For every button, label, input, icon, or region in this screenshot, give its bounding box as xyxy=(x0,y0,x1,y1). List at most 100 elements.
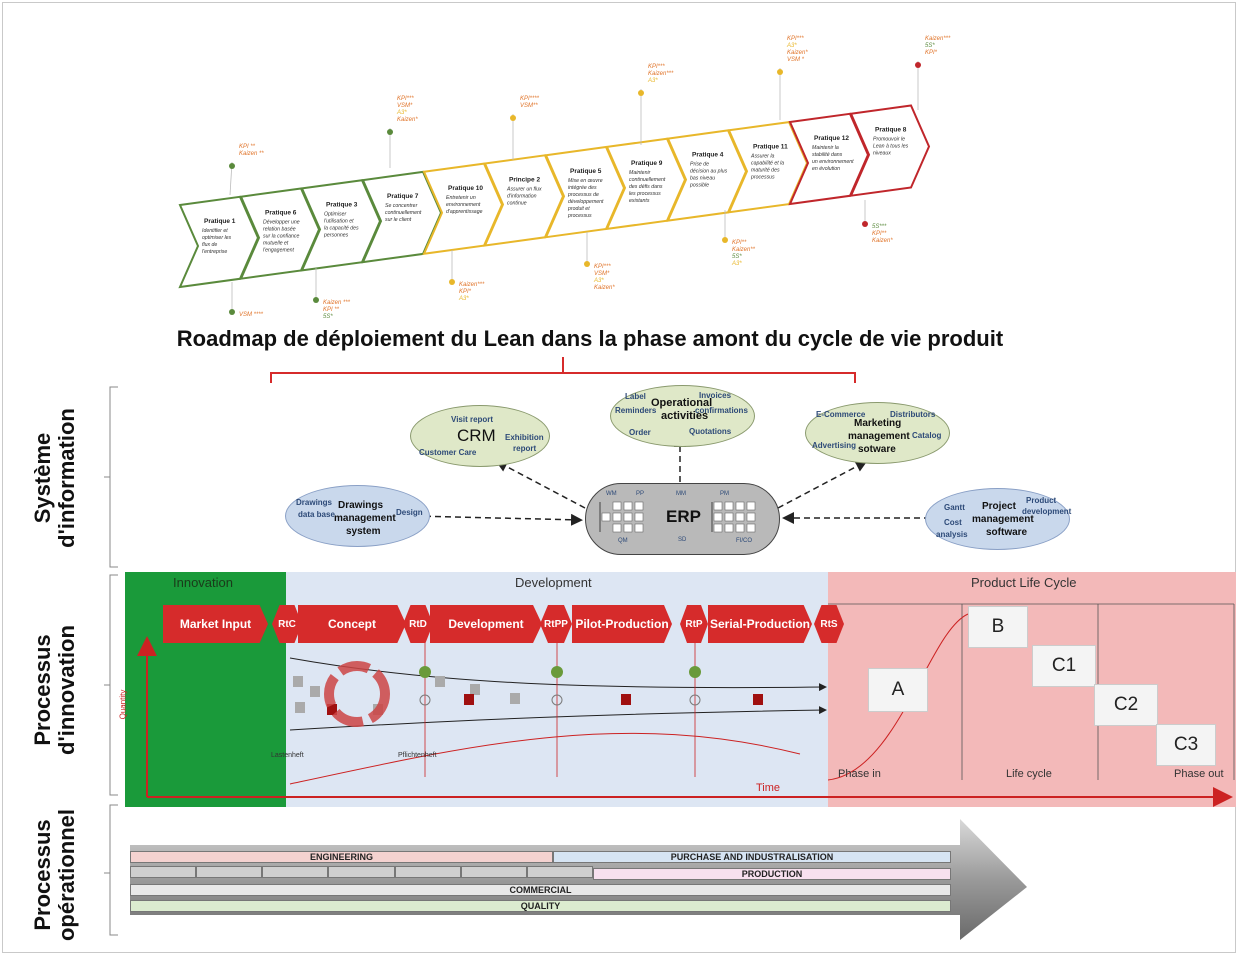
operational-arrow xyxy=(130,819,1027,940)
erp-node: ERP WM PP MM PM QM SD FI/CO xyxy=(585,483,780,555)
svg-text:A3*: A3* xyxy=(396,110,407,116)
svg-text:d'information: d'information xyxy=(507,194,537,200)
svg-text:KPI***: KPI*** xyxy=(648,64,665,70)
svg-text:Pratique 3: Pratique 3 xyxy=(326,201,358,208)
operational-bubble: Label Invoices Reminders Operational act… xyxy=(610,385,755,447)
gate-development: Development xyxy=(430,605,542,643)
svg-text:Identifier et: Identifier et xyxy=(202,228,228,234)
svg-text:Pratique 4: Pratique 4 xyxy=(692,152,724,159)
svg-text:KPI**: KPI** xyxy=(872,231,887,237)
svg-text:personnes: personnes xyxy=(323,232,349,238)
svg-text:5S*: 5S* xyxy=(732,254,742,260)
svg-text:Assurer la: Assurer la xyxy=(750,153,774,159)
svg-text:Assurer un flux: Assurer un flux xyxy=(506,187,542,193)
svg-text:KPI***: KPI*** xyxy=(397,96,414,102)
svg-text:Pratique 9: Pratique 9 xyxy=(631,160,663,167)
erp-mod-sd: SD xyxy=(678,537,687,543)
svg-text:processus de: processus de xyxy=(567,192,599,198)
roadmap-annotation-4: KPI***VSM*A3*Kaizen* xyxy=(387,96,418,168)
svg-text:Pratique 12: Pratique 12 xyxy=(814,135,849,142)
time-label: Time xyxy=(756,782,781,794)
svg-text:possible: possible xyxy=(689,183,709,189)
svg-text:KPI***: KPI*** xyxy=(594,264,611,270)
side-brackets xyxy=(104,386,118,936)
erp-label: ERP xyxy=(666,507,701,526)
roadmap-annotation-1: KPI **Kaizen ** xyxy=(229,144,264,196)
roadmap-annotation-2: VSM **** xyxy=(229,282,264,318)
bar-engineering: ENGINEERING xyxy=(130,851,553,863)
erp-modules xyxy=(599,501,756,533)
pflichtenheft-label: Pflichtenheft xyxy=(398,752,437,759)
svg-text:Pratique 8: Pratique 8 xyxy=(875,127,907,134)
phase-box-b: B xyxy=(968,606,1028,648)
svg-text:Kaizen **: Kaizen ** xyxy=(239,151,264,157)
gate-market-input: Market Input xyxy=(163,605,268,643)
zone-head-innovation: Innovation xyxy=(173,575,233,590)
svg-text:l'engagement: l'engagement xyxy=(263,248,295,254)
svg-text:A3*: A3* xyxy=(458,296,469,302)
svg-text:Se concentrer: Se concentrer xyxy=(385,203,418,209)
svg-text:relation basée: relation basée xyxy=(263,227,296,233)
svg-text:Pratique 11: Pratique 11 xyxy=(753,143,788,150)
svg-text:A3*: A3* xyxy=(731,261,742,267)
svg-text:VSM**: VSM** xyxy=(520,103,538,109)
svg-text:KPI*: KPI* xyxy=(925,50,938,56)
phase-box-c1: C1 xyxy=(1032,645,1096,687)
svg-text:niveaux: niveaux xyxy=(873,151,891,157)
svg-text:décision au plus: décision au plus xyxy=(690,169,728,175)
svg-text:l'utilisation et: l'utilisation et xyxy=(324,218,354,224)
svg-text:Maintenir la: Maintenir la xyxy=(812,145,839,151)
roadmap-annotation-9: KPI**Kaizen**5S*A3* xyxy=(722,210,756,267)
svg-text:A3*: A3* xyxy=(593,278,604,284)
svg-text:VSM ****: VSM **** xyxy=(239,312,264,318)
svg-text:environnement: environnement xyxy=(446,202,481,208)
svg-text:Kaizen ***: Kaizen *** xyxy=(323,300,351,306)
erp-mod-pm: PM xyxy=(720,491,729,497)
svg-text:continuellement: continuellement xyxy=(385,210,422,216)
crm-bubble: Visit report CRM Exhibition report Custo… xyxy=(410,405,550,467)
phase-box-c3: C3 xyxy=(1156,724,1216,766)
svg-text:KPI***: KPI*** xyxy=(787,36,804,42)
marketing-bubble: E-Commerce Distributors Marketing manage… xyxy=(805,402,950,464)
svg-text:la capacité des: la capacité des xyxy=(324,225,359,231)
roadmap-annotation-5: Kaizen***KPI*A3* xyxy=(449,250,485,302)
roadmap-annotation-8: KPI***Kaizen***A3* xyxy=(638,64,674,145)
svg-text:bas niveau: bas niveau xyxy=(690,176,715,182)
svg-text:flux de: flux de xyxy=(202,242,217,248)
svg-text:VSM *: VSM * xyxy=(787,57,805,63)
svg-text:Kaizen*: Kaizen* xyxy=(787,50,808,56)
svg-text:d'apprentissage: d'apprentissage xyxy=(446,209,483,215)
svg-text:Pratique 6: Pratique 6 xyxy=(265,210,297,217)
erp-mod-fico: FI/CO xyxy=(736,538,752,544)
phase-in-label: Phase in xyxy=(838,768,881,780)
roadmap-annotation-7: KPI***VSM*A3*Kaizen* xyxy=(584,232,615,291)
erp-mod-wm: WM xyxy=(606,491,617,497)
svg-text:mutuelle et: mutuelle et xyxy=(263,241,289,247)
bar-segments xyxy=(130,866,593,878)
svg-text:processus: processus xyxy=(750,174,775,180)
svg-text:Développer une: Développer une xyxy=(263,220,300,226)
svg-text:5S*: 5S* xyxy=(323,314,333,320)
svg-text:existants: existants xyxy=(629,198,650,204)
svg-text:KPI*: KPI* xyxy=(459,289,472,295)
project-bubble: Gantt Project Product development Cost m… xyxy=(925,488,1071,550)
svg-text:Prise de: Prise de xyxy=(690,162,709,168)
svg-text:Kaizen***: Kaizen*** xyxy=(925,36,951,42)
erp-mod-mm: MM xyxy=(676,491,686,497)
gate-rtp: RtP xyxy=(680,605,708,643)
svg-text:KPI****: KPI**** xyxy=(520,96,540,102)
life-cycle-label: Life cycle xyxy=(1006,768,1052,780)
svg-text:Principe 2: Principe 2 xyxy=(509,177,540,184)
roadmap-annotation-11: 5S***KPI**Kaizen* xyxy=(862,200,893,244)
svg-text:Kaizen***: Kaizen*** xyxy=(459,282,485,288)
svg-text:Kaizen*: Kaizen* xyxy=(397,117,418,123)
svg-text:Entretenir un: Entretenir un xyxy=(446,195,476,201)
svg-text:A3*: A3* xyxy=(786,43,797,49)
svg-text:sur le client: sur le client xyxy=(385,217,412,223)
title-bracket xyxy=(270,357,856,383)
phase-box-c2: C2 xyxy=(1094,684,1158,726)
